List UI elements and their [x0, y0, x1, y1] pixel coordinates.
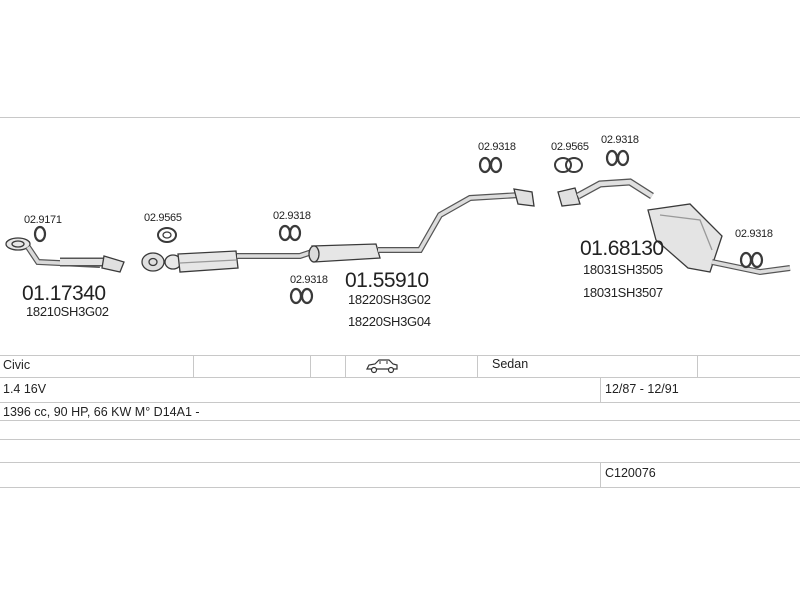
label-middle-number: 01.55910 — [345, 269, 429, 292]
table-line-2 — [0, 377, 800, 378]
top-divider — [0, 117, 800, 118]
col-divider-4 — [477, 355, 478, 377]
col-divider-5 — [697, 355, 698, 377]
rear-muffler — [557, 178, 791, 276]
ring-hanger-a — [33, 225, 47, 243]
catalog-code: C120076 — [605, 466, 656, 480]
rubber-hanger-b — [278, 224, 302, 242]
rubber-hanger-c — [289, 287, 314, 305]
rubber-hanger-d — [478, 156, 503, 174]
body-type: Sedan — [492, 357, 529, 371]
gasket-b — [554, 157, 583, 173]
label-front-pipe-oem: 18210SH3G02 — [26, 304, 109, 319]
label-hanger-a: 02.9171 — [24, 214, 62, 226]
label-gasket-a: 02.9565 — [144, 212, 182, 224]
col-divider-6 — [600, 377, 601, 402]
label-hanger-d: 02.9318 — [478, 141, 516, 153]
exhaust-diagram — [5, 149, 791, 305]
label-rear-number: 01.68130 — [580, 237, 664, 260]
car-sedan-icon — [365, 358, 399, 379]
label-hanger-f: 02.9318 — [735, 228, 773, 240]
table-line-4 — [0, 420, 800, 421]
col-divider-1 — [193, 355, 194, 377]
engine-spec: 1396 cc, 90 HP, 66 KW M° D14A1 - — [3, 405, 200, 419]
table-line-5 — [0, 439, 800, 440]
label-middle-oem-1: 18220SH3G02 — [348, 292, 431, 307]
label-gasket-b: 02.9565 — [551, 141, 589, 153]
center-muffler — [308, 188, 535, 263]
table-line-6 — [0, 462, 800, 463]
rubber-hanger-e — [605, 149, 630, 167]
date-range: 12/87 - 12/91 — [605, 382, 679, 396]
label-hanger-e: 02.9318 — [601, 134, 639, 146]
label-hanger-b: 02.9318 — [273, 210, 311, 222]
col-divider-3 — [345, 355, 346, 377]
table-line-1 — [0, 355, 800, 356]
rubber-hanger-f — [739, 251, 764, 269]
front-pipe — [25, 245, 125, 273]
label-rear-oem-1: 18031SH3505 — [583, 262, 663, 277]
table-line-7 — [0, 487, 800, 488]
label-front-pipe-number: 01.17340 — [22, 282, 106, 305]
label-hanger-c: 02.9318 — [290, 274, 328, 286]
model-name: Civic — [3, 358, 31, 372]
engine-label: 1.4 16V — [3, 382, 47, 396]
table-line-3 — [0, 402, 800, 403]
front-muffler — [141, 247, 319, 273]
label-rear-oem-2: 18031SH3507 — [583, 285, 663, 300]
label-middle-oem-2: 18220SH3G04 — [348, 314, 431, 329]
col-divider-7 — [600, 462, 601, 487]
front-pipe-flange — [5, 237, 31, 251]
gasket-a — [157, 227, 177, 243]
col-divider-2 — [310, 355, 311, 377]
